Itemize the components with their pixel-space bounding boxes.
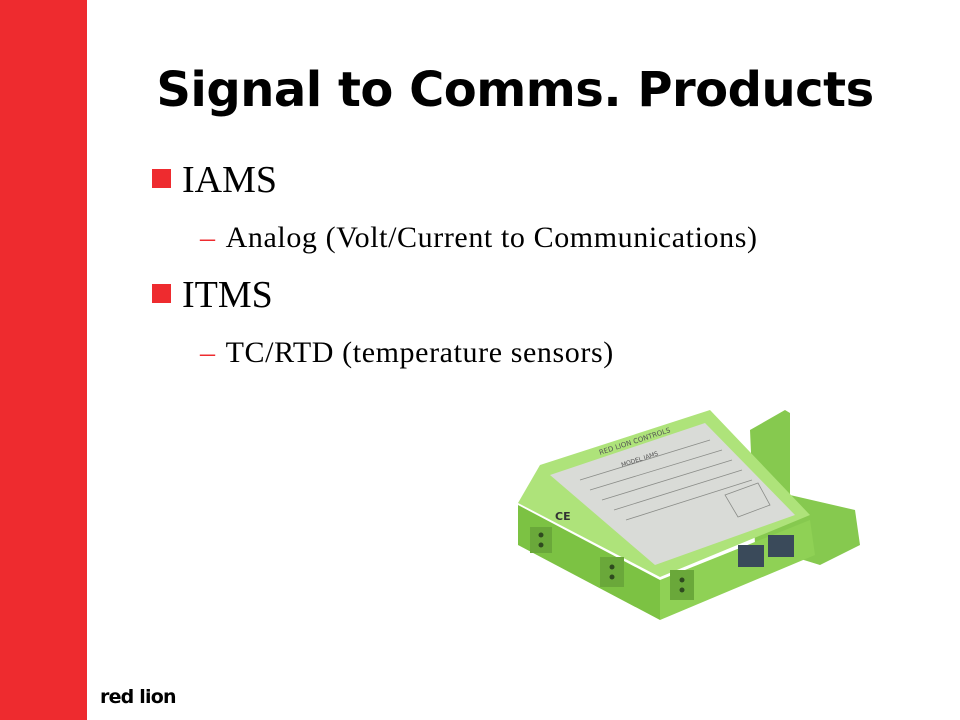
sub-bullet-text: TC/RTD (temperature sensors) xyxy=(225,335,614,369)
product-image: RED LION CONTROLS MODEL IAMS CE xyxy=(518,410,860,620)
dash-icon: – xyxy=(200,335,216,369)
dash-icon: – xyxy=(200,220,216,254)
ce-mark: CE xyxy=(555,510,571,523)
slide-title: Signal to Comms. Products xyxy=(156,62,874,118)
sub-bullet: – Analog (Volt/Current to Communications… xyxy=(150,210,758,265)
bullet-item: ITMS – TC/RTD (temperature sensors) xyxy=(150,265,758,380)
bullet-square-icon xyxy=(152,169,171,188)
bullet-label: ITMS xyxy=(182,274,273,316)
logo-text: red lion xyxy=(100,686,176,708)
sub-bullet-text: Analog (Volt/Current to Communications) xyxy=(225,220,758,254)
left-accent-bar xyxy=(0,0,87,720)
bullet-list: IAMS – Analog (Volt/Current to Communica… xyxy=(150,150,758,380)
bullet-square-icon xyxy=(152,284,171,303)
company-logo: red lion xyxy=(100,677,176,717)
bullet-label: IAMS xyxy=(182,159,278,201)
bullet-item: IAMS – Analog (Volt/Current to Communica… xyxy=(150,150,758,265)
sub-bullet: – TC/RTD (temperature sensors) xyxy=(150,325,758,380)
